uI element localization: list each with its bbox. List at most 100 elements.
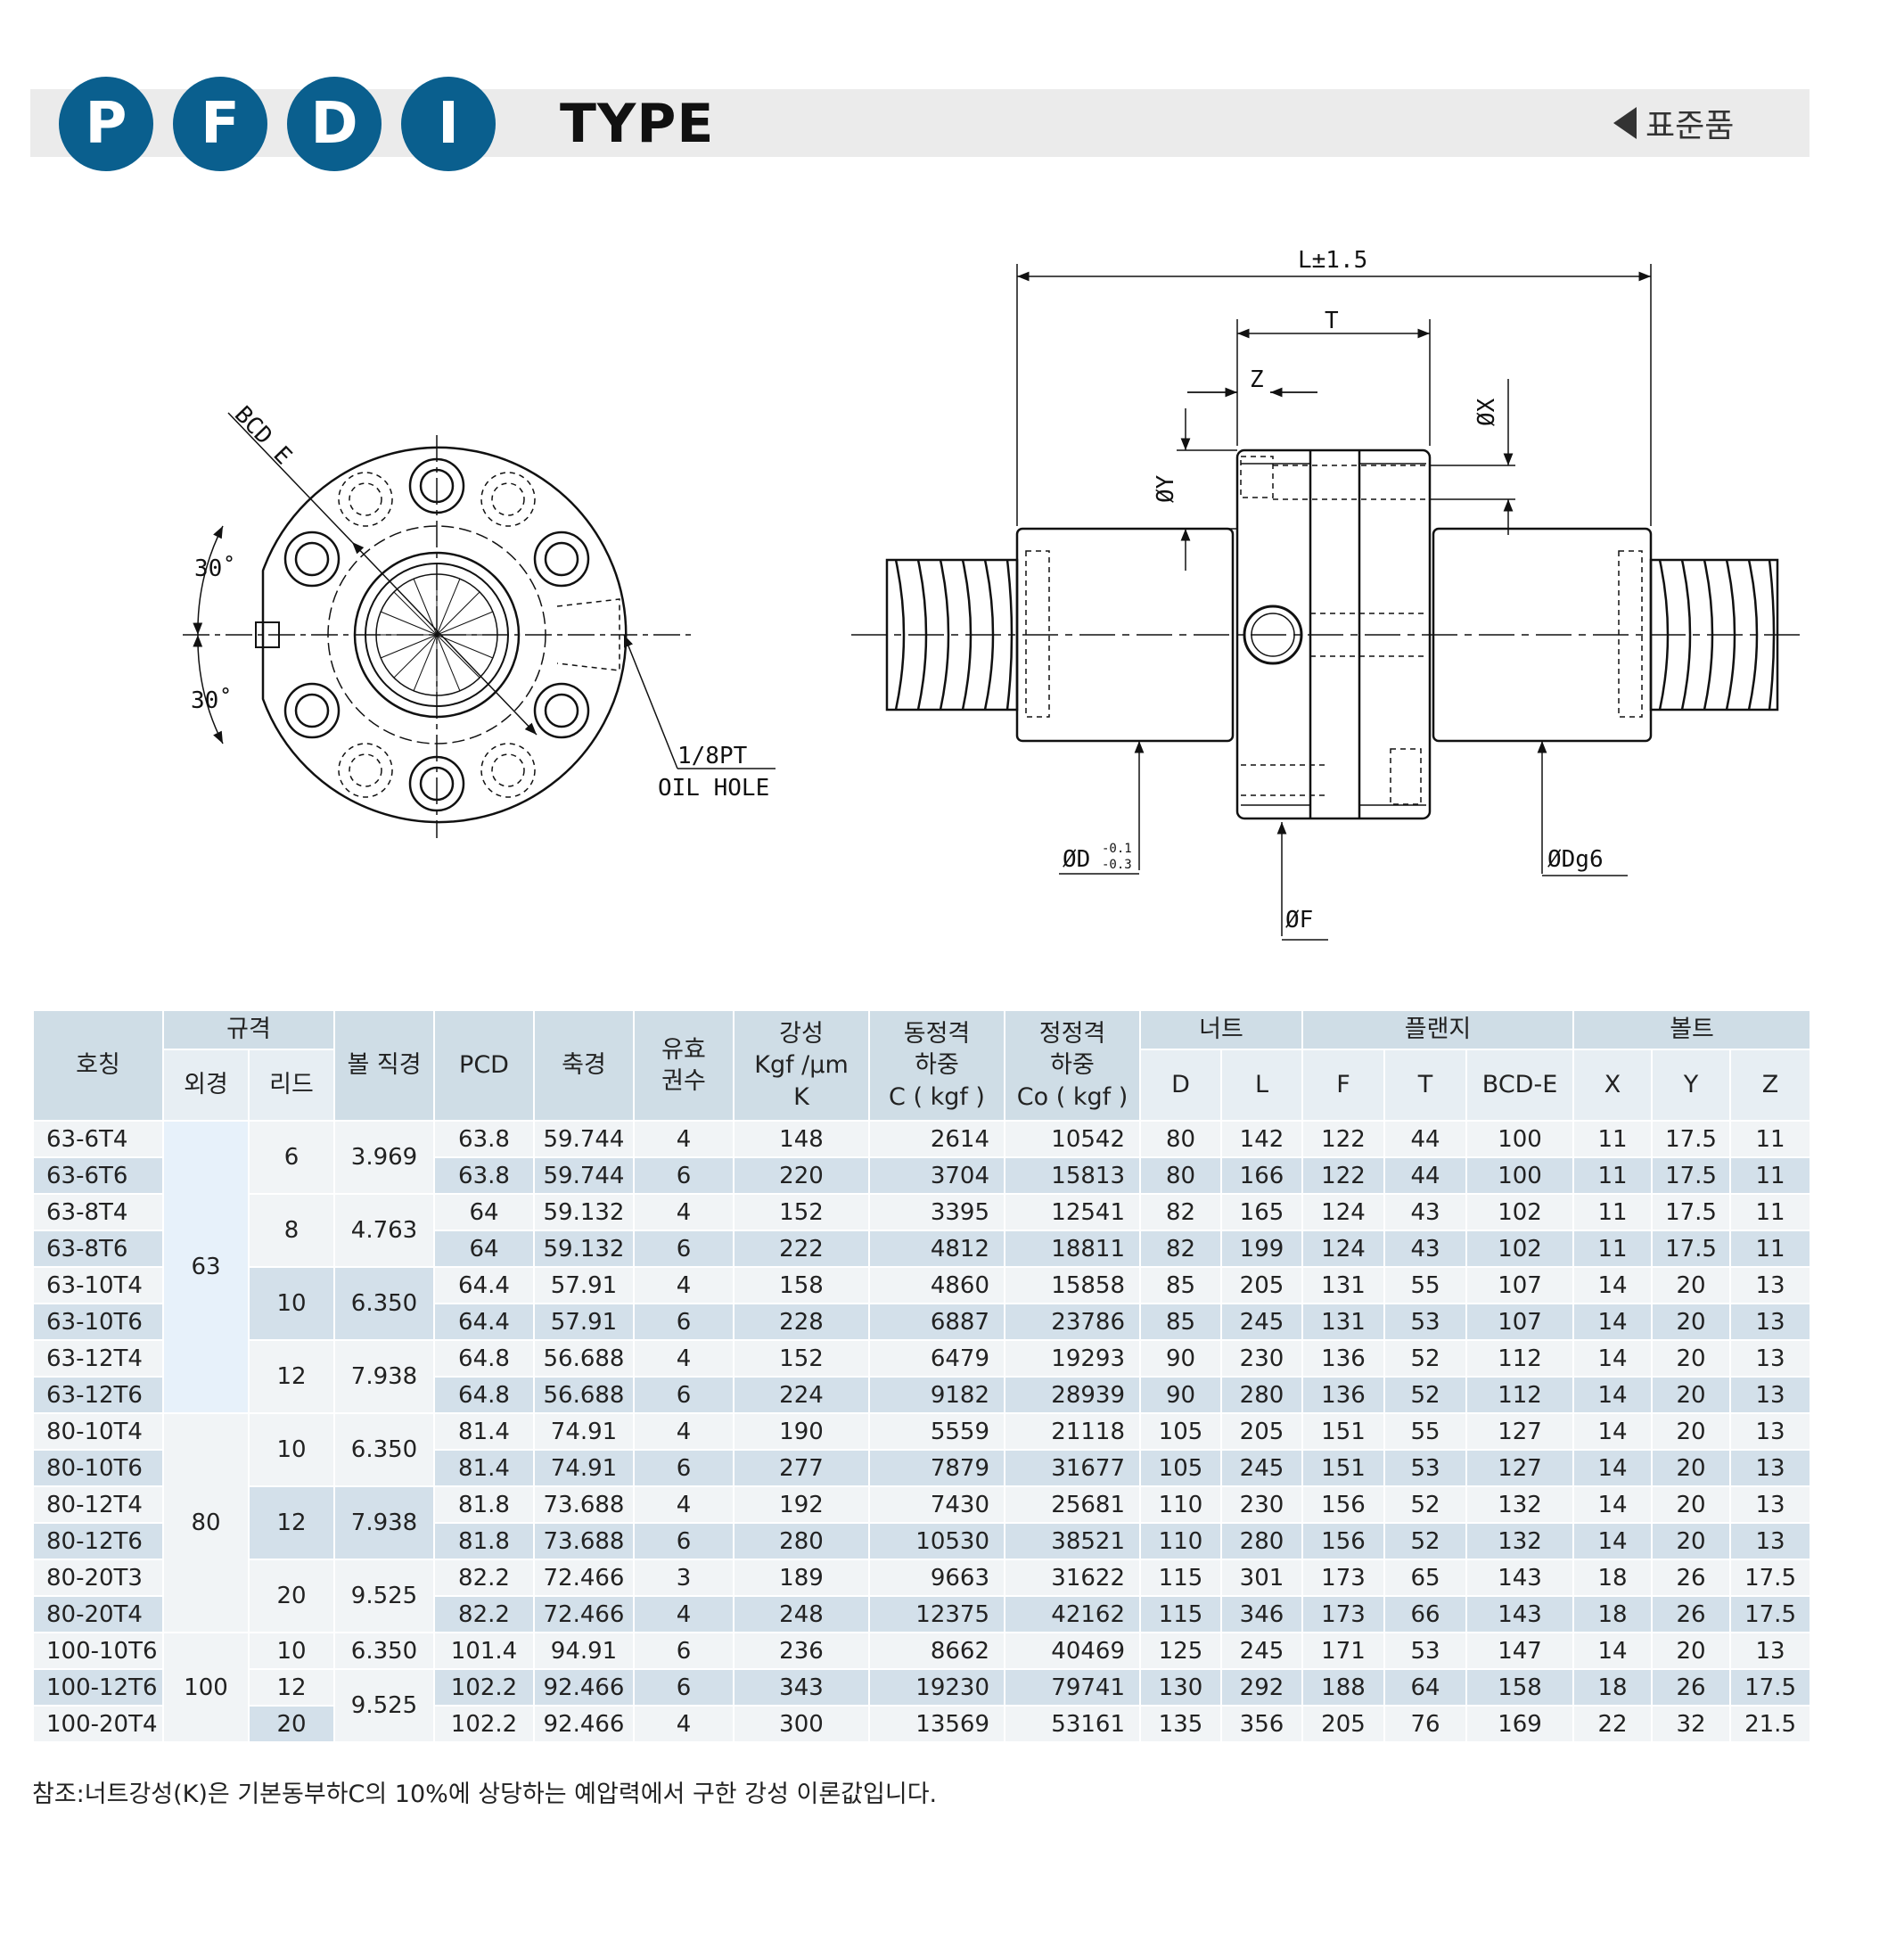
cell-nut-l: 199 <box>1220 1230 1303 1268</box>
cell-bolt-y: 20 <box>1651 1266 1732 1304</box>
cell-dynamic-load: 9182 <box>868 1376 1005 1414</box>
cell-dynamic-load: 5559 <box>868 1412 1005 1451</box>
cell-shaft-dia: 57.91 <box>533 1266 635 1304</box>
cell-flange-t: 53 <box>1383 1449 1467 1487</box>
cell-lead: 10 <box>248 1266 335 1341</box>
cell-ball-dia: 7.938 <box>333 1485 435 1560</box>
cell-flange-f: 171 <box>1301 1632 1385 1670</box>
cell-flange-t: 55 <box>1383 1412 1467 1451</box>
cell-circuits: 3 <box>633 1559 735 1597</box>
cell-flange-bcd: 158 <box>1465 1668 1575 1707</box>
cell-nut-l: 245 <box>1220 1449 1303 1487</box>
cell-lead: 20 <box>248 1705 335 1743</box>
cell-model: 80-12T6 <box>32 1522 164 1560</box>
cell-pcd: 63.8 <box>433 1120 535 1158</box>
cell-flange-t: 66 <box>1383 1595 1467 1633</box>
cell-flange-t: 55 <box>1383 1266 1467 1304</box>
cell-bolt-z: 13 <box>1729 1485 1812 1524</box>
cell-nut-d: 125 <box>1139 1632 1222 1670</box>
cell-stiffness: 222 <box>733 1230 870 1268</box>
col-header-lead: 리드 <box>248 1049 335 1122</box>
cell-stiffness: 152 <box>733 1193 870 1231</box>
cell-shaft-dia: 74.91 <box>533 1449 635 1487</box>
d-tol-upper: -0.1 <box>1102 842 1132 856</box>
col-header-flange-f: F <box>1301 1049 1385 1122</box>
nut-side-view <box>851 264 1801 941</box>
cell-nut-l: 230 <box>1220 1485 1303 1524</box>
cell-dynamic-load: 9663 <box>868 1559 1005 1597</box>
cell-circuits: 6 <box>633 1376 735 1414</box>
cell-flange-f: 151 <box>1301 1449 1385 1487</box>
cell-nut-l: 356 <box>1220 1705 1303 1743</box>
cell-shaft-dia: 56.688 <box>533 1376 635 1414</box>
cell-flange-f: 124 <box>1301 1193 1385 1231</box>
cell-pcd: 102.2 <box>433 1668 535 1707</box>
cell-pcd: 81.4 <box>433 1412 535 1451</box>
cell-flange-bcd: 100 <box>1465 1120 1575 1158</box>
cell-circuits: 4 <box>633 1339 735 1378</box>
cell-shaft-dia: 73.688 <box>533 1485 635 1524</box>
cell-bolt-y: 20 <box>1651 1522 1732 1560</box>
cell-flange-bcd: 102 <box>1465 1230 1575 1268</box>
cell-circuits: 4 <box>633 1595 735 1633</box>
cell-static-load: 38521 <box>1004 1522 1141 1560</box>
cell-nut-l: 292 <box>1220 1668 1303 1707</box>
cell-pcd: 64.4 <box>433 1266 535 1304</box>
cell-static-load: 42162 <box>1004 1595 1141 1633</box>
col-header-nut-d: D <box>1139 1049 1222 1122</box>
angle-label-top: 30˚ <box>194 555 236 582</box>
cell-nut-d: 80 <box>1139 1120 1222 1158</box>
cell-circuits: 4 <box>633 1193 735 1231</box>
cell-stiffness: 280 <box>733 1522 870 1560</box>
cell-ball-dia: 6.350 <box>333 1412 435 1487</box>
cell-ball-dia: 3.969 <box>333 1120 435 1195</box>
cell-stiffness: 189 <box>733 1559 870 1597</box>
cell-shaft-dia: 74.91 <box>533 1412 635 1451</box>
cell-bolt-z: 13 <box>1729 1412 1812 1451</box>
cell-dynamic-load: 7430 <box>868 1485 1005 1524</box>
cell-circuits: 6 <box>633 1230 735 1268</box>
cell-model: 80-10T4 <box>32 1412 164 1451</box>
cell-bolt-z: 13 <box>1729 1339 1812 1378</box>
cell-dynamic-load: 7879 <box>868 1449 1005 1487</box>
cell-ball-dia: 6.350 <box>333 1266 435 1341</box>
col-header-spec: 규격 <box>162 1009 335 1050</box>
cell-flange-bcd: 127 <box>1465 1412 1575 1451</box>
letter-circle-i: I <box>401 77 496 171</box>
cell-flange-f: 173 <box>1301 1559 1385 1597</box>
cell-nut-d: 110 <box>1139 1485 1222 1524</box>
cell-bolt-y: 17.5 <box>1651 1230 1732 1268</box>
cell-nut-l: 245 <box>1220 1632 1303 1670</box>
cell-bolt-x: 14 <box>1572 1376 1654 1414</box>
cell-dynamic-load: 4860 <box>868 1266 1005 1304</box>
cell-flange-bcd: 107 <box>1465 1303 1575 1341</box>
cell-dynamic-load: 12375 <box>868 1595 1005 1633</box>
cell-bolt-x: 18 <box>1572 1668 1654 1707</box>
cell-dynamic-load: 19230 <box>868 1668 1005 1707</box>
cell-bolt-y: 26 <box>1651 1595 1732 1633</box>
cell-flange-bcd: 112 <box>1465 1376 1575 1414</box>
cell-flange-bcd: 169 <box>1465 1705 1575 1743</box>
col-header-model: 호칭 <box>32 1009 164 1122</box>
cell-bolt-z: 17.5 <box>1729 1595 1812 1633</box>
cell-shaft-dia: 59.132 <box>533 1230 635 1268</box>
cell-nut-l: 165 <box>1220 1193 1303 1231</box>
cell-stiffness: 228 <box>733 1303 870 1341</box>
cell-pcd: 101.4 <box>433 1632 535 1670</box>
cell-bolt-z: 13 <box>1729 1632 1812 1670</box>
cell-bolt-y: 20 <box>1651 1449 1732 1487</box>
cell-flange-t: 76 <box>1383 1705 1467 1743</box>
y-label: ØY <box>1153 474 1179 503</box>
cell-bolt-x: 14 <box>1572 1339 1654 1378</box>
cell-bolt-z: 11 <box>1729 1230 1812 1268</box>
cell-flange-bcd: 102 <box>1465 1193 1575 1231</box>
